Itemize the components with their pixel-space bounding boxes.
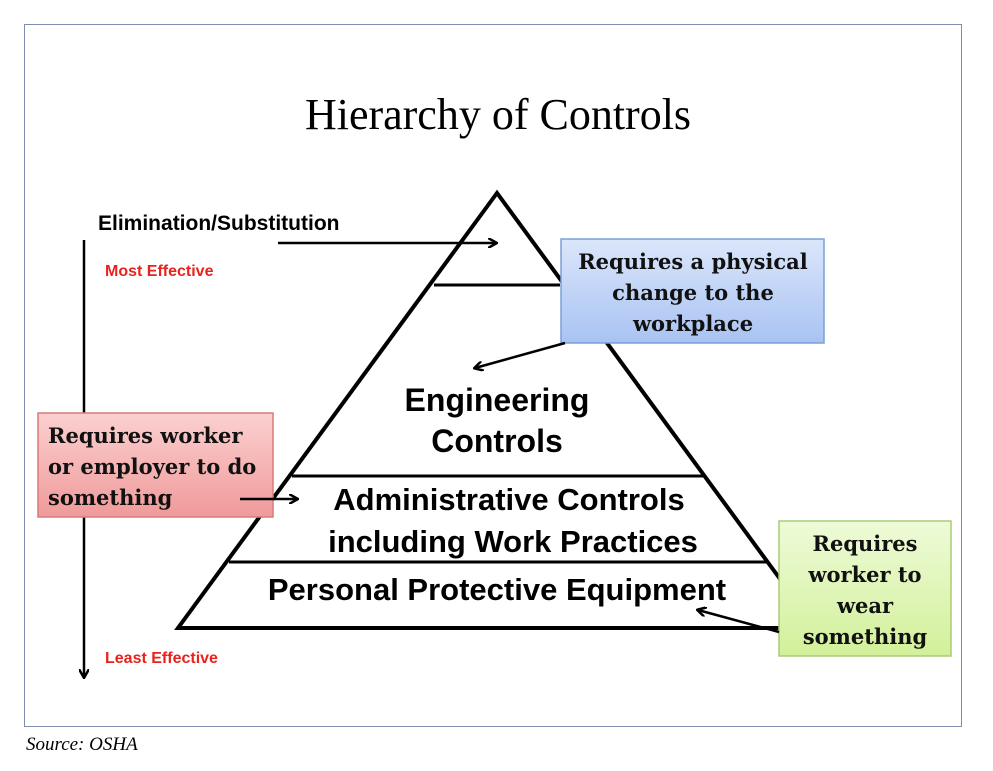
ppe-label: Personal Protective Equipment (268, 572, 726, 607)
source-caption: Source: OSHA (26, 734, 138, 755)
blue-box-line: workplace (632, 311, 753, 336)
wear-something-box (778, 520, 952, 657)
elimination-label: Elimination/Substitution (98, 212, 339, 235)
red-box-line: Requires worker (48, 423, 243, 448)
worker-employer-box (37, 412, 274, 518)
most-effective-label: Most Effective (105, 263, 214, 280)
blue-box-line: Requires a physical (578, 249, 808, 274)
engineering-label-1: Engineering (405, 382, 590, 418)
green-box-line: worker to (807, 562, 921, 587)
physical-change-box (560, 238, 825, 344)
pyramid (174, 189, 820, 630)
frame (24, 24, 962, 727)
green-box-line: something (803, 624, 928, 649)
diagram-title: Hierarchy of Controls (305, 90, 691, 139)
blue-box-line: change to the (612, 280, 774, 305)
least-effective-label: Least Effective (105, 650, 218, 667)
engineering-label-2: Controls (431, 423, 563, 459)
red-box-line: something (48, 485, 173, 510)
green-box-line: Requires (813, 531, 918, 556)
red-box-line: or employer to do (48, 454, 256, 479)
administrative-label-2: including Work Practices (328, 524, 698, 559)
green-box-line: wear (836, 593, 894, 618)
administrative-label-1: Administrative Controls (333, 482, 684, 517)
engineering-arrow (475, 341, 566, 368)
ppe-arrow (698, 610, 780, 634)
